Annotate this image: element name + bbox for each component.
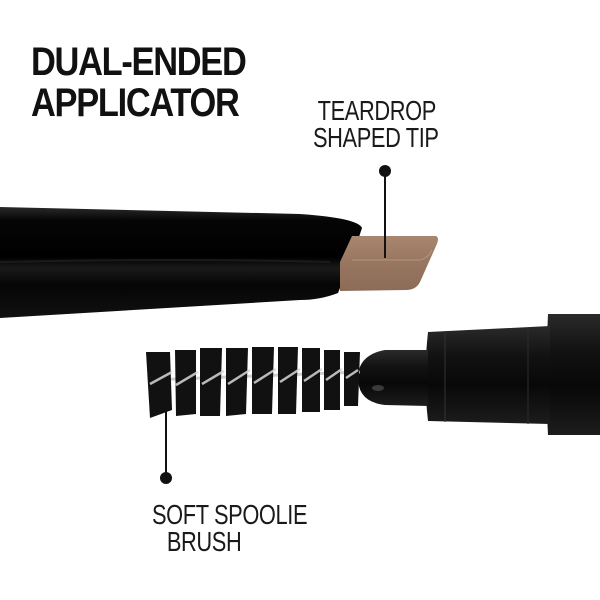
headline-line-1: DUAL-ENDED	[31, 40, 247, 84]
brush-label-line-2: BRUSH	[166, 526, 242, 557]
headline-line-2: APPLICATOR	[31, 81, 240, 125]
tip-callout-label: TEARDROP SHAPED TIP	[313, 95, 439, 153]
teardrop-tip	[340, 236, 438, 291]
tip-callout-pointer	[379, 165, 391, 258]
pencil-end	[0, 207, 438, 318]
brush-callout-label: SOFT SPOOLIE BRUSH	[152, 499, 308, 557]
spoolie-end	[146, 314, 600, 435]
tip-label-line-2: SHAPED TIP	[313, 122, 439, 153]
brush-callout-pointer	[160, 400, 172, 484]
brush-label-line-1: SOFT SPOOLIE	[152, 499, 308, 530]
tip-label-line-1: TEARDROP	[317, 95, 437, 126]
headline: DUAL-ENDED APPLICATOR	[31, 40, 247, 125]
